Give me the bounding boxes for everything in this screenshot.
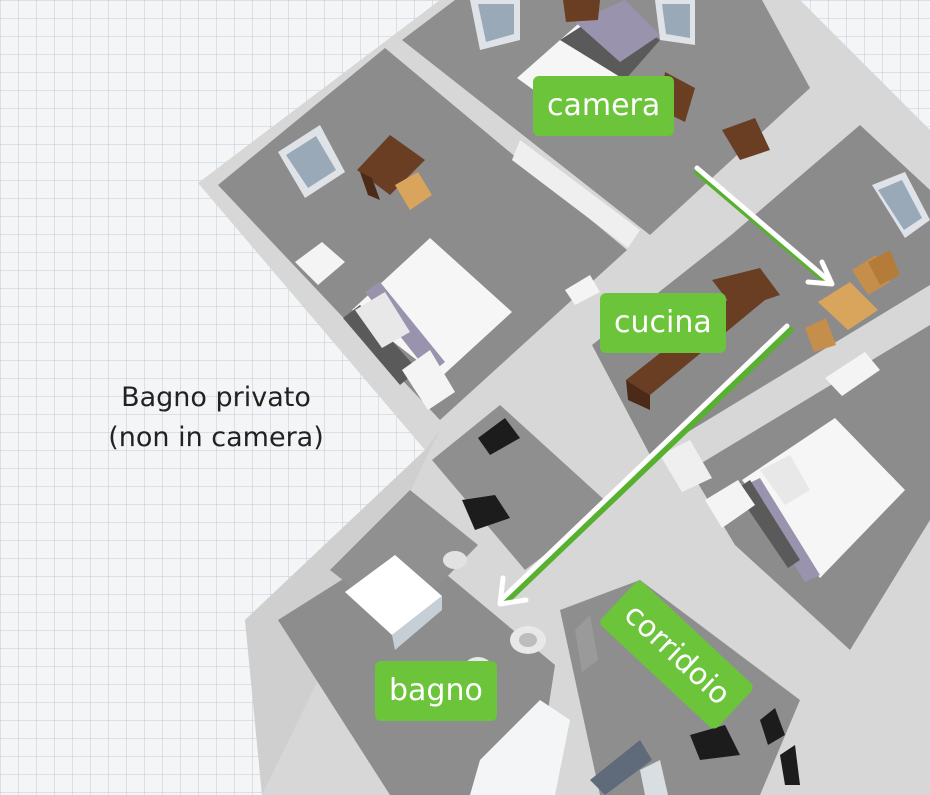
- dining-table-icon: [805, 250, 900, 352]
- nightstand-icon: [295, 242, 345, 285]
- chair-icon: [395, 172, 432, 210]
- door-icon: [780, 745, 800, 785]
- door-icon: [462, 495, 510, 530]
- nightstand-icon: [825, 352, 880, 396]
- door-icon: [478, 418, 520, 455]
- bed-left-icon: [343, 238, 512, 385]
- arrow-camera-to-cucina: [694, 165, 835, 287]
- label-cucina: cucina: [600, 293, 726, 353]
- door-icon: [760, 708, 785, 745]
- arrow-cucina-to-bagno: [497, 323, 794, 607]
- caption: Bagno privato (non in camera): [96, 378, 336, 458]
- window-icon: [872, 172, 930, 238]
- nightstand-icon: [402, 350, 455, 410]
- caption-line-1: Bagno privato: [121, 382, 311, 413]
- window-icon: [655, 0, 695, 45]
- utility-room-floor: [432, 405, 610, 570]
- bathtub-icon: [345, 555, 442, 650]
- door-icon: [690, 725, 740, 760]
- caption-line-2: (non in camera): [108, 422, 324, 453]
- nightstand-icon: [705, 480, 755, 528]
- window-icon: [278, 125, 345, 198]
- window-icon: [470, 0, 520, 50]
- label-camera: camera: [533, 76, 675, 136]
- toilet-icon: [510, 626, 546, 654]
- desk-icon: [357, 135, 425, 200]
- label-bagno: bagno: [375, 661, 497, 721]
